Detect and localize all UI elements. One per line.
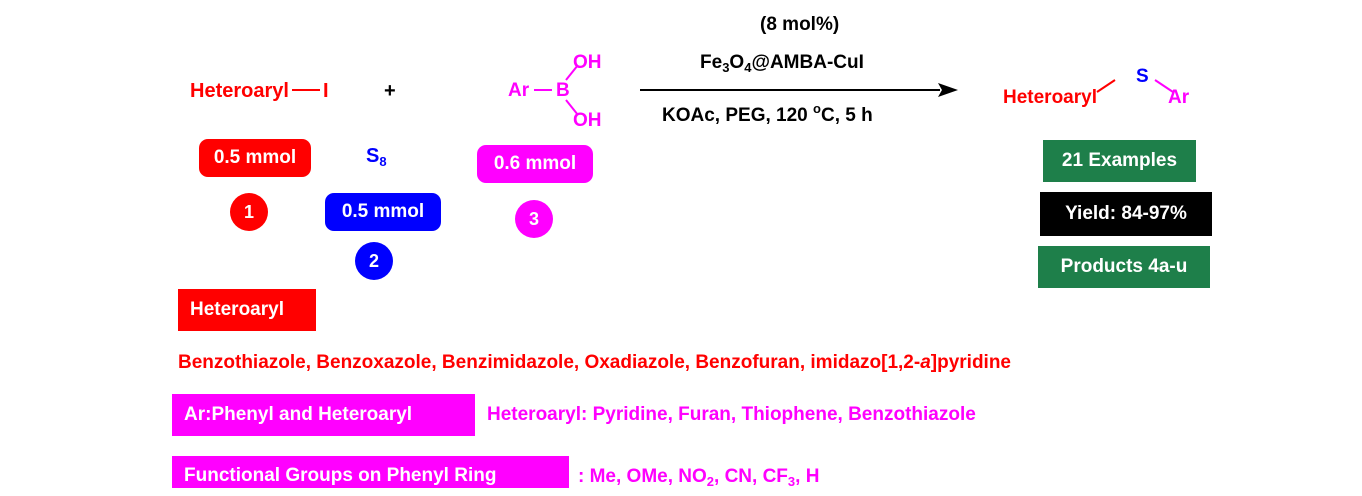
heteroaryl-list-italic: a [920,352,931,373]
product-bonds [1096,79,1174,93]
aryl-label: Ar [508,80,530,101]
heteroaryl-iodide: Heteroaryl I [190,80,329,103]
ar-scope-list: Heteroaryl: Pyridine, Furan, Thiophene, … [487,404,976,425]
heteroaryl-text: Heteroaryl [190,80,289,102]
hydroxyl-bottom: OH [573,110,602,131]
degree-symbol: o [813,101,821,116]
sulfur-formula: S8 [366,145,387,168]
catalyst-sub-2: 4 [744,60,752,75]
catalyst-part-3: @AMBA-CuI [751,52,864,73]
ar-scope-label: Ar:Phenyl and Heteroaryl [172,394,475,436]
boron-label: B [556,80,570,101]
hydroxyl-top: OH [573,52,602,73]
fg-scope-list: : Me, OMe, NO2, CN, CF3, H [578,466,819,488]
plus-sign: + [384,80,396,102]
iodine-text: I [322,80,329,102]
product-aryl: Ar [1168,87,1190,108]
heteroaryl-scope-label: Heteroaryl [178,289,316,331]
catalyst-part-2: O [729,52,745,73]
heteroaryl-list-post: ]pyridine [930,352,1011,373]
heteroaryl-scope-list: Benzothiazole, Benzoxazole, Benzimidazol… [178,352,1011,374]
heteroaryl-list-pre: Benzothiazole, Benzoxazole, Benzimidazol… [178,352,921,373]
compound-number-2: 2 [355,242,393,280]
bond-line [291,89,320,91]
sulfur-subscript: 8 [379,154,387,169]
catalyst-sub-1: 3 [722,60,730,75]
fg-part-1: : Me, OMe, NO [578,466,707,487]
amount-pill-3: 0.6 mmol [477,145,593,183]
reaction-conditions: KOAc, PEG, 120 oC, 5 h [662,102,873,127]
catalyst-loading: (8 mol%) [760,14,840,35]
catalyst-part-1: Fe [700,52,723,73]
fg-sub-2: 3 [787,474,796,489]
amount-pill-1: 0.5 mmol [199,139,311,177]
conditions-post: C, 5 h [820,105,873,126]
sulfur-base: S [366,145,380,167]
fg-scope-label: Functional Groups on Phenyl Ring [172,456,569,488]
product-heteroaryl: Heteroaryl [1003,87,1097,108]
compound-number-1: 1 [230,193,268,231]
yield-box: Yield: 84-97% [1040,192,1212,236]
products-box: Products 4a-u [1038,246,1210,288]
fg-part-2: , CN, CF [714,466,788,487]
fg-sub-1: 2 [706,474,715,489]
conditions-pre: KOAc, PEG, 120 [662,105,814,126]
product-sulfur: S [1136,66,1149,87]
reaction-arrow [640,83,958,97]
compound-number-3: 3 [515,200,553,238]
catalyst-formula: Fe3O4@AMBA-CuI [700,52,864,74]
examples-box: 21 Examples [1043,140,1196,182]
fg-part-3: , H [795,466,820,487]
amount-pill-2: 0.5 mmol [325,193,441,231]
boronic-acid-structure [534,64,579,116]
